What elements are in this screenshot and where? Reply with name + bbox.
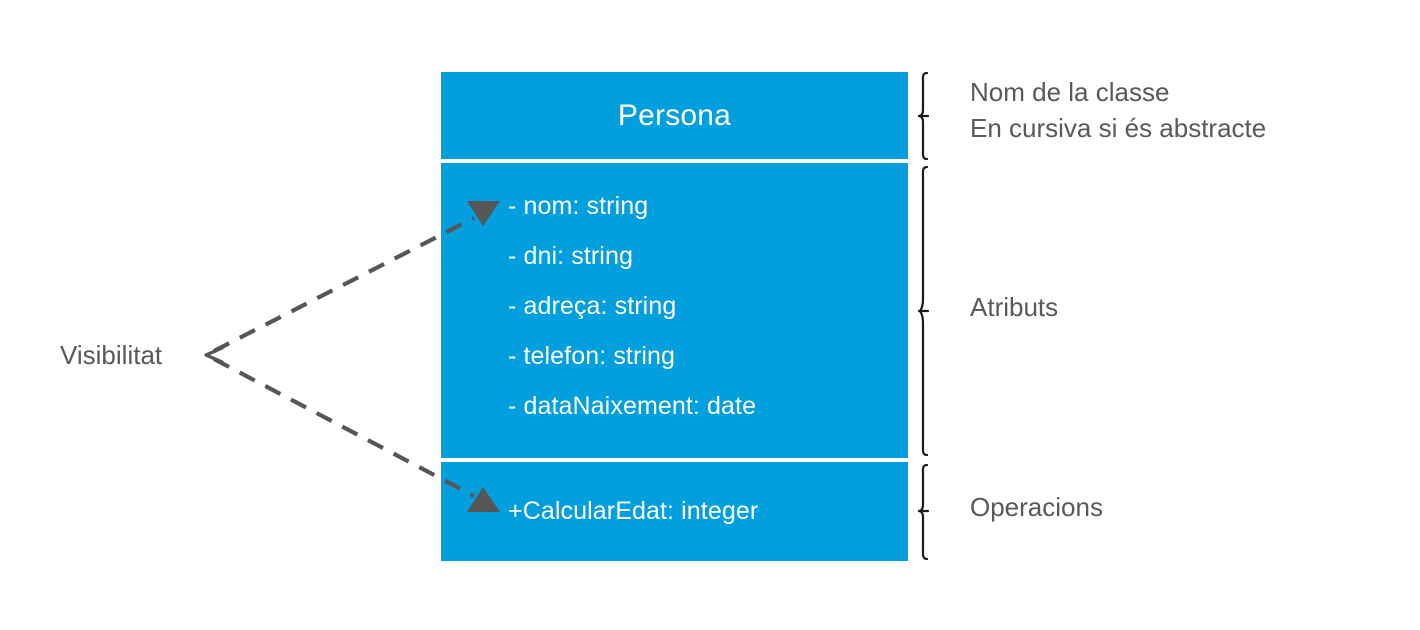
annotation-class-name-line2: En cursiva si és abstracte [970, 113, 1267, 143]
visibility-label: Visibilitat [60, 340, 163, 370]
class-name: Persona [617, 98, 732, 132]
brace-attributes [918, 166, 936, 456]
annotation-operations: Operacions [970, 492, 1103, 522]
attribute-item: - dataNaixement: date [508, 392, 757, 420]
attribute-list: - nom: string - dni: string - adreça: st… [441, 181, 908, 431]
attribute-item: - adreça: string [508, 292, 677, 320]
attributes-compartment: - nom: string - dni: string - adreça: st… [441, 163, 908, 458]
attribute-item: - nom: string [508, 192, 649, 220]
operations-compartment: +CalcularEdat: integer [441, 462, 908, 561]
visibility-pointer-icon [204, 346, 224, 364]
operation-item: +CalcularEdat: integer [508, 497, 759, 525]
brace-operations [918, 464, 936, 560]
uml-class-box[interactable]: Persona - nom: string - dni: string - ad… [441, 72, 908, 561]
brace-class-name [918, 72, 936, 160]
leader-line-attributes [213, 216, 475, 353]
attribute-item: - telefon: string [508, 342, 676, 370]
class-name-compartment: Persona [441, 72, 908, 159]
annotation-class-name-line1: Nom de la classe [970, 77, 1170, 107]
compartment-divider-1 [441, 159, 908, 163]
compartment-divider-2 [441, 458, 908, 462]
attribute-item: - dni: string [508, 242, 633, 270]
annotation-class-name: Nom de la classe En cursiva si és abstra… [970, 74, 1266, 146]
operation-list: +CalcularEdat: integer [441, 486, 908, 536]
leader-line-operations [213, 357, 475, 498]
annotation-attributes: Atributs [970, 292, 1059, 322]
